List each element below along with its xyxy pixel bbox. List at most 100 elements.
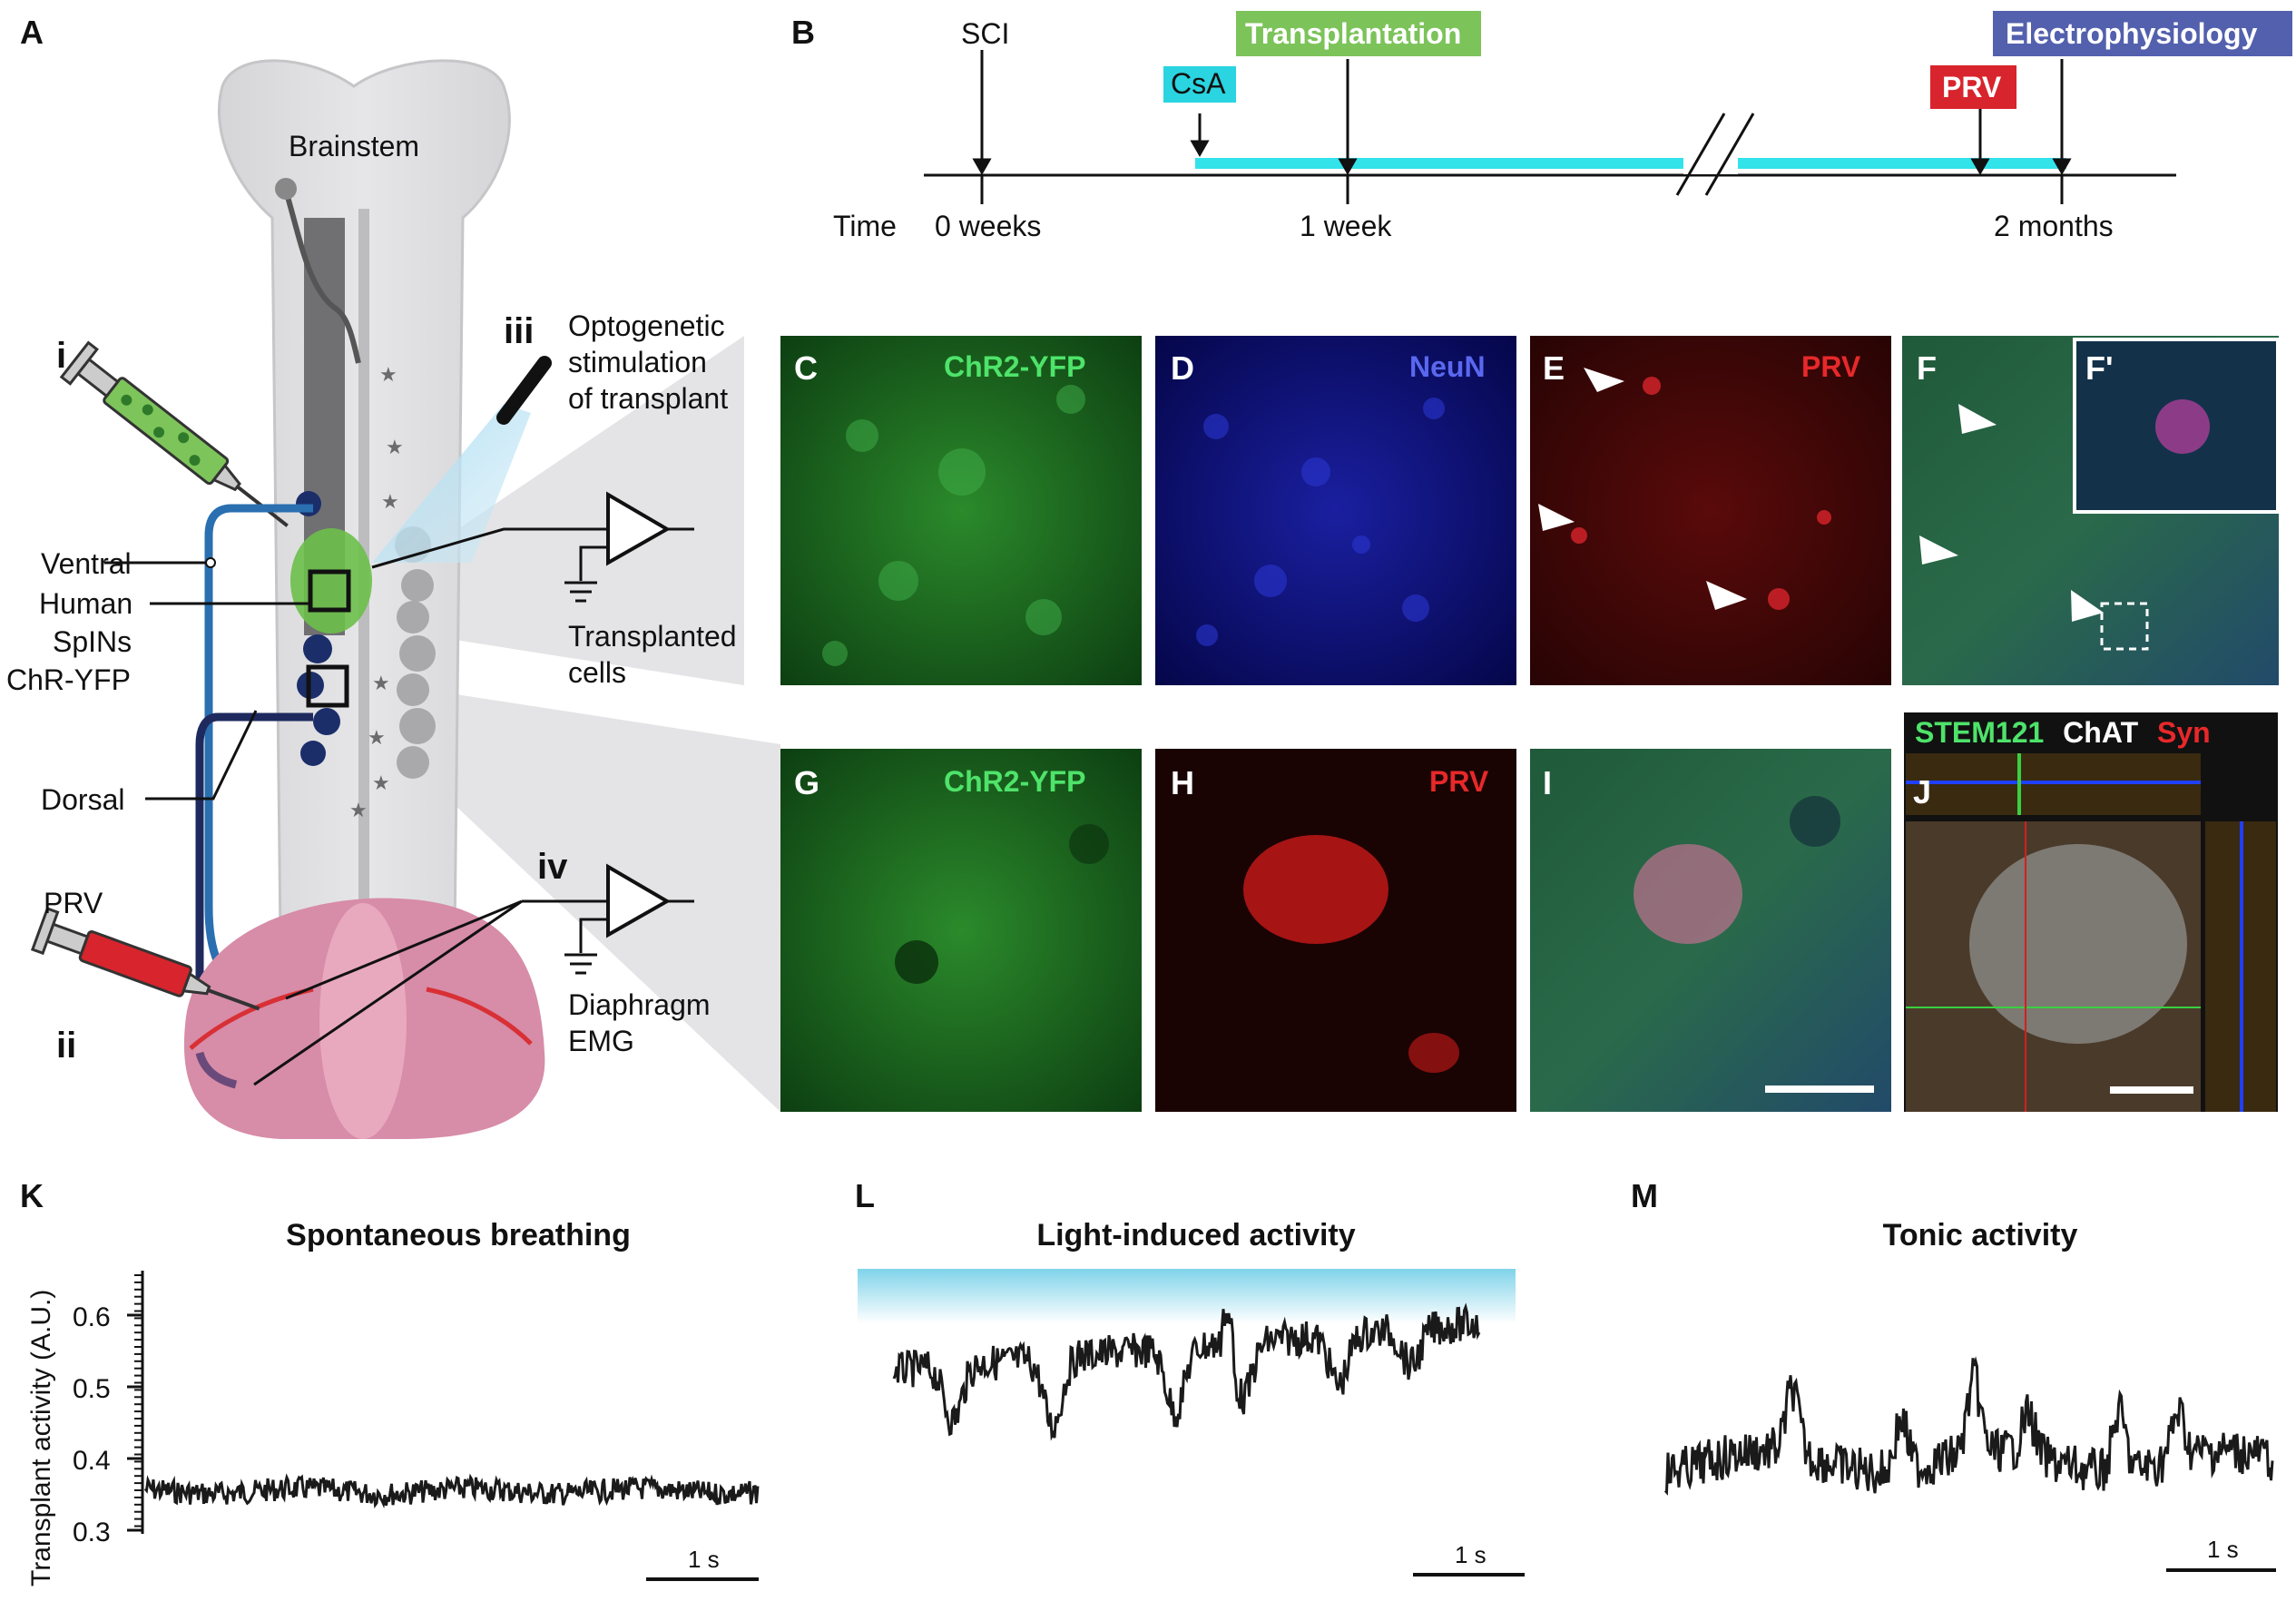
panel-l: L Light-induced activity 1 s bbox=[855, 1177, 1525, 1577]
light-stimulus-bar bbox=[858, 1269, 1516, 1323]
label-h: PRV bbox=[1429, 765, 1489, 798]
tick-0-weeks: 0 weeks bbox=[935, 210, 1041, 242]
y-axis-label: Transplant activity (A.U.) bbox=[26, 1290, 56, 1586]
label-j-chat: ChAT bbox=[2063, 716, 2138, 749]
svg-text:★: ★ bbox=[368, 726, 386, 749]
brainstem-neuron bbox=[275, 178, 297, 200]
trace-spontaneous bbox=[143, 1473, 760, 1509]
title-m: Tonic activity bbox=[1883, 1218, 2078, 1252]
roman-i: i bbox=[56, 336, 66, 376]
micrograph-h: H PRV bbox=[1155, 749, 1516, 1112]
time-label: Time bbox=[833, 210, 897, 242]
light-beam bbox=[372, 404, 531, 563]
micrograph-d: D NeuN bbox=[1155, 336, 1516, 685]
panel-letter-a: A bbox=[20, 14, 44, 51]
micrograph-g: G ChR2-YFP bbox=[780, 749, 1142, 1112]
human-line-2: SpINs bbox=[53, 625, 132, 658]
label-j: STEM121 ChAT Syn bbox=[1915, 716, 2211, 749]
emg-wire-1 bbox=[285, 899, 523, 1000]
svg-text:★: ★ bbox=[372, 672, 390, 694]
scale-label-l: 1 s bbox=[1455, 1541, 1487, 1568]
panel-m: M Tonic activity 1 s bbox=[1631, 1177, 2276, 1572]
title-k: Spontaneous breathing bbox=[286, 1218, 631, 1252]
diaphragm-line-2: EMG bbox=[568, 1025, 634, 1057]
transplantation-box bbox=[1236, 11, 1481, 56]
optogenetic-line-1: Optogenetic bbox=[568, 309, 725, 342]
descending-axon bbox=[283, 190, 361, 364]
motor-neurons bbox=[296, 491, 340, 766]
y-tick-04: 0.4 bbox=[73, 1446, 111, 1476]
panel-letter-m: M bbox=[1631, 1177, 1658, 1214]
transplant-blob bbox=[290, 528, 372, 634]
prv-box bbox=[1930, 65, 2016, 109]
csa-box bbox=[1163, 66, 1236, 103]
timeline-arrows bbox=[972, 50, 2072, 176]
svg-text:★: ★ bbox=[349, 799, 368, 821]
label-g: ChR2-YFP bbox=[944, 765, 1085, 798]
box-ventral bbox=[308, 569, 351, 613]
syringe-i bbox=[59, 340, 289, 527]
tick-2-months: 2 months bbox=[1994, 210, 2114, 242]
micrograph-j: J STEM121 ChAT Syn bbox=[1904, 712, 2278, 1112]
panel-a: A Brainstem ★★★ ★★★★ bbox=[6, 14, 780, 1139]
dorsal-label: Dorsal bbox=[41, 783, 124, 816]
transplantation-label: Transplantation bbox=[1245, 17, 1461, 50]
scale-bar-i bbox=[1765, 1085, 1874, 1093]
panel-letter-g: G bbox=[794, 764, 819, 801]
human-line-3: ChR-YFP bbox=[6, 663, 131, 696]
human-line-1: Human bbox=[39, 587, 132, 620]
electrophysiology-label: Electrophysiology bbox=[2006, 17, 2258, 50]
zoom-wedge-top bbox=[381, 336, 744, 685]
micrograph-c: C ChR2-YFP bbox=[780, 336, 1142, 685]
label-e: PRV bbox=[1801, 350, 1861, 383]
emg-wire-2 bbox=[253, 899, 523, 1086]
prv-timeline-label: PRV bbox=[1942, 71, 2002, 103]
amplifier-bottom bbox=[606, 863, 672, 938]
tick-1-week: 1 week bbox=[1300, 210, 1392, 242]
csa-label: CsA bbox=[1171, 67, 1226, 100]
title-l: Light-induced activity bbox=[1036, 1218, 1355, 1252]
grey-stars: ★★★ ★★★★ bbox=[349, 363, 404, 821]
diaphragm-line-1: Diaphragm bbox=[568, 988, 711, 1021]
svg-text:★: ★ bbox=[379, 363, 397, 386]
panel-letter-i: I bbox=[1543, 764, 1552, 801]
y-axis-minor-ticks bbox=[134, 1274, 142, 1528]
panel-k: K Spontaneous breathing Transplant activ… bbox=[20, 1177, 760, 1586]
svg-text:★: ★ bbox=[372, 771, 390, 794]
y-tick-05: 0.5 bbox=[73, 1374, 111, 1404]
panel-letter-f: F bbox=[1917, 349, 1937, 387]
prv-syringe-label: PRV bbox=[44, 887, 103, 919]
svg-text:★: ★ bbox=[386, 436, 404, 458]
transplanted-line-1: Transplanted bbox=[568, 620, 737, 653]
y-tick-03: 0.3 bbox=[73, 1518, 111, 1547]
trace-light-induced bbox=[892, 1302, 1481, 1441]
optic-fiber bbox=[496, 356, 552, 425]
sci-label: SCI bbox=[961, 17, 1009, 50]
roman-iv: iv bbox=[537, 847, 568, 887]
panel-letter-k: K bbox=[20, 1177, 44, 1214]
ventral-label: Ventral bbox=[41, 547, 132, 580]
panel-letter-e: E bbox=[1543, 349, 1565, 387]
amplifier-top bbox=[606, 491, 672, 566]
micrograph-f: F F' bbox=[1902, 336, 2280, 685]
diaphragm-center bbox=[319, 903, 407, 1139]
optogenetic-line-3: of transplant bbox=[568, 382, 728, 415]
label-j-syn: Syn bbox=[2157, 716, 2211, 749]
panel-letter-j: J bbox=[1913, 773, 1931, 810]
svg-text:★: ★ bbox=[381, 490, 399, 513]
syringe-ii bbox=[30, 907, 260, 1011]
box-dorsal bbox=[306, 664, 349, 708]
brainstem-label: Brainstem bbox=[289, 130, 419, 162]
label-j-stem121: STEM121 bbox=[1915, 716, 2044, 749]
transplant-electrode bbox=[371, 527, 608, 569]
panel-letter-f-prime: F' bbox=[2085, 349, 2114, 387]
panel-letter-c: C bbox=[794, 349, 818, 387]
csa-treatment-bar bbox=[1195, 158, 2066, 169]
panel-letter-b: B bbox=[791, 14, 815, 51]
y-tick-06: 0.6 bbox=[73, 1302, 111, 1332]
transplanted-line-2: cells bbox=[568, 656, 626, 689]
electrophysiology-box bbox=[1993, 11, 2292, 56]
trace-tonic bbox=[1663, 1356, 2274, 1496]
label-c: ChR2-YFP bbox=[944, 350, 1085, 383]
